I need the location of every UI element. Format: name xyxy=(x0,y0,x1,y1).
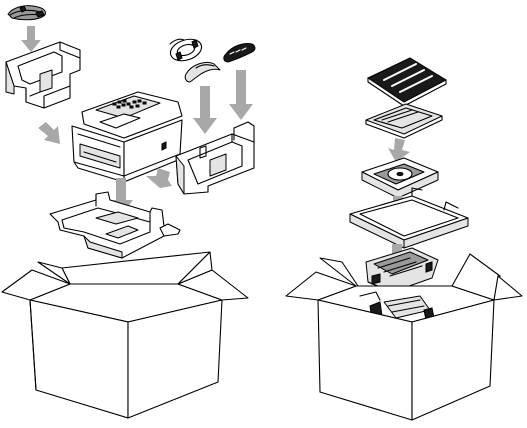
arrow-down-icon xyxy=(388,138,410,162)
right-packing-scene xyxy=(286,58,522,420)
left-packing-scene xyxy=(2,6,255,418)
arrow-down-icon xyxy=(229,70,253,120)
arrow-down-icon xyxy=(21,26,41,52)
arrow-right-down-icon xyxy=(38,122,60,144)
fax-machine-icon xyxy=(72,92,182,182)
document-tray-icon xyxy=(366,104,442,138)
foam-insert-icon xyxy=(6,42,80,108)
paper-tray-icon xyxy=(350,188,468,248)
telephone-line-cord-icon xyxy=(224,43,255,62)
arrow-down-icon xyxy=(193,86,217,134)
foam-tray-icon xyxy=(50,192,180,258)
cable-icon xyxy=(8,6,45,20)
cd-package-icon xyxy=(362,158,438,198)
handset-icon xyxy=(185,62,220,82)
foam-insert-icon xyxy=(176,122,254,194)
manual-icon xyxy=(368,58,446,106)
cardboard-box-icon xyxy=(2,252,248,418)
cord-icon xyxy=(168,36,205,65)
